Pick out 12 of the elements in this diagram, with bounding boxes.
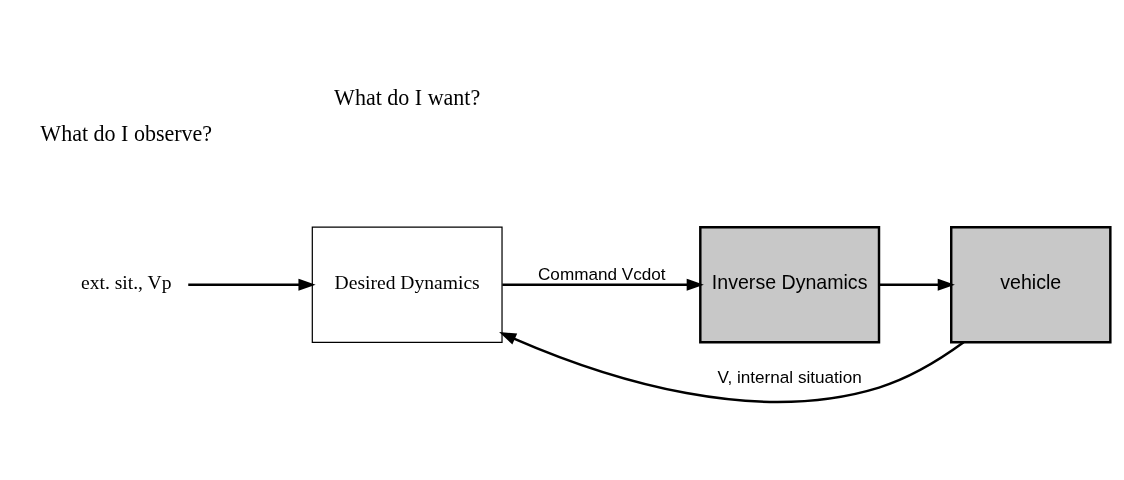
node-box: Desired Dynamics bbox=[311, 226, 503, 343]
node-box: Inverse Dynamics bbox=[699, 226, 881, 344]
node-text: ext. sit., Vp bbox=[81, 272, 172, 294]
arrow bbox=[502, 278, 704, 291]
arrow bbox=[499, 332, 965, 404]
label: What do I observe? bbox=[40, 120, 213, 146]
edge-label: V, internal situation bbox=[717, 366, 862, 387]
edge-label: Command Vcdot bbox=[538, 264, 666, 285]
arrow bbox=[879, 278, 955, 291]
node-box: vehicle bbox=[950, 226, 1112, 344]
arrow bbox=[188, 278, 316, 291]
label: What do I want? bbox=[334, 85, 481, 111]
